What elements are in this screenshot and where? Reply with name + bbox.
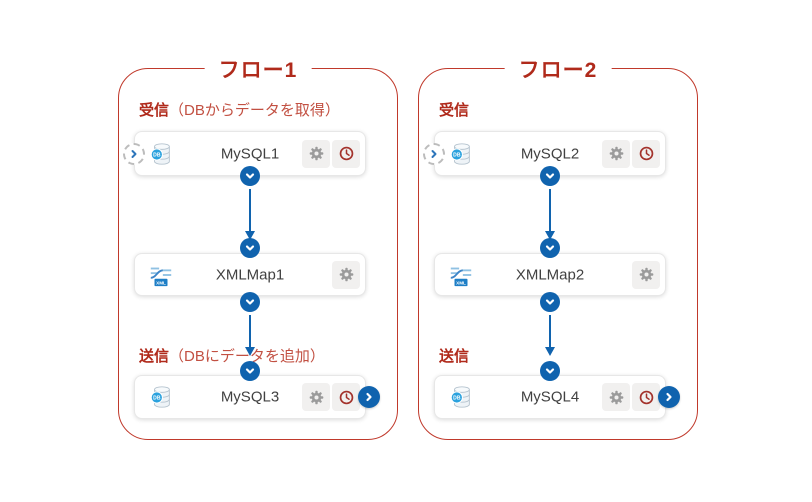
- receive-label: 受信: [439, 102, 470, 119]
- settings-button[interactable]: [332, 260, 360, 289]
- settings-button[interactable]: [302, 383, 330, 411]
- flow-arrow: [548, 189, 552, 231]
- next-step-button[interactable]: [358, 386, 380, 408]
- svg-text:DB: DB: [453, 152, 461, 158]
- send-section-label-2: 送信: [439, 345, 469, 366]
- flow-arrowhead: [244, 347, 255, 356]
- schedule-button[interactable]: [332, 383, 360, 411]
- gear-icon: [339, 267, 353, 282]
- node-label: XMLMap1: [215, 266, 285, 283]
- node-label: MySQL2: [520, 145, 580, 162]
- flow-title-1: フロー1: [204, 54, 312, 84]
- receive-section-label-1: 受信（DBからデータを取得）: [139, 99, 340, 120]
- chevron-down-icon: [545, 245, 555, 251]
- connector-in[interactable]: [240, 361, 260, 381]
- flow-arrow: [248, 315, 252, 347]
- svg-text:XML: XML: [156, 280, 166, 285]
- node-label: XMLMap2: [515, 266, 585, 283]
- node-label: MySQL4: [520, 388, 580, 406]
- clock-icon: [339, 390, 353, 404]
- receive-note: （DBからデータを取得）: [169, 102, 340, 119]
- node-mysql3[interactable]: DB MySQL3: [134, 375, 366, 419]
- chevron-down-icon: [245, 173, 255, 179]
- connector-out[interactable]: [240, 166, 260, 186]
- flow-arrowhead: [544, 347, 555, 356]
- flow-title-2: フロー2: [504, 54, 612, 84]
- send-note: （DBにデータを追加）: [169, 348, 325, 365]
- database-icon: DB: [148, 141, 174, 167]
- gear-icon: [309, 390, 323, 404]
- receive-section-label-2: 受信: [439, 99, 469, 120]
- schedule-button[interactable]: [632, 139, 660, 168]
- input-port[interactable]: [423, 143, 445, 165]
- chevron-down-icon: [245, 245, 255, 251]
- node-xmlmap1[interactable]: XML XMLMap1: [134, 253, 366, 296]
- connector-out[interactable]: [540, 166, 560, 186]
- connector-out[interactable]: [540, 292, 560, 312]
- flow-arrow: [548, 315, 552, 347]
- gear-icon: [609, 146, 623, 161]
- flow-arrow: [248, 189, 252, 231]
- schedule-button[interactable]: [632, 383, 660, 411]
- settings-button[interactable]: [632, 260, 660, 289]
- chevron-right-icon: [666, 392, 672, 402]
- node-label: MySQL3: [220, 388, 280, 406]
- node-xmlmap2[interactable]: XML XMLMap2: [434, 253, 666, 296]
- clock-icon: [639, 146, 653, 161]
- svg-text:DB: DB: [453, 395, 461, 401]
- node-label: MySQL1: [220, 145, 280, 162]
- xmlmap-icon: XML: [148, 262, 174, 288]
- send-section-label-1: 送信（DBにデータを追加）: [139, 345, 325, 366]
- settings-button[interactable]: [602, 139, 630, 168]
- chevron-down-icon: [245, 368, 255, 374]
- settings-button[interactable]: [302, 139, 330, 168]
- chevron-right-icon: [431, 150, 437, 158]
- chevron-down-icon: [545, 299, 555, 305]
- flow-arrowhead: [544, 231, 555, 240]
- clock-icon: [639, 390, 653, 404]
- flow-frame-1: フロー1 受信（DBからデータを取得） DB MySQL1 XML: [118, 54, 398, 440]
- node-mysql4[interactable]: DB MySQL4: [434, 375, 666, 419]
- chevron-right-icon: [366, 392, 372, 402]
- chevron-down-icon: [545, 173, 555, 179]
- flow-frame-2: フロー2 受信 DB MySQL2 XML XMLMap2: [418, 54, 698, 440]
- svg-text:XML: XML: [456, 280, 466, 285]
- database-icon: DB: [448, 141, 474, 167]
- svg-text:DB: DB: [153, 152, 161, 158]
- database-icon: DB: [448, 384, 474, 410]
- send-label: 送信: [439, 348, 470, 365]
- connector-in[interactable]: [240, 238, 260, 258]
- gear-icon: [309, 146, 323, 161]
- flow-arrowhead: [244, 231, 255, 240]
- schedule-button[interactable]: [332, 139, 360, 168]
- connector-out[interactable]: [240, 292, 260, 312]
- connector-in[interactable]: [540, 238, 560, 258]
- chevron-down-icon: [245, 299, 255, 305]
- gear-icon: [639, 267, 653, 282]
- chevron-right-icon: [131, 150, 137, 158]
- next-step-button[interactable]: [658, 386, 680, 408]
- connector-in[interactable]: [540, 361, 560, 381]
- node-mysql1[interactable]: DB MySQL1: [134, 131, 366, 176]
- svg-text:DB: DB: [153, 395, 161, 401]
- input-port[interactable]: [123, 143, 145, 165]
- xmlmap-icon: XML: [448, 262, 474, 288]
- send-label: 送信: [139, 348, 170, 365]
- gear-icon: [609, 390, 623, 404]
- chevron-down-icon: [545, 368, 555, 374]
- settings-button[interactable]: [602, 383, 630, 411]
- clock-icon: [339, 146, 353, 161]
- database-icon: DB: [148, 384, 174, 410]
- receive-label: 受信: [139, 102, 170, 119]
